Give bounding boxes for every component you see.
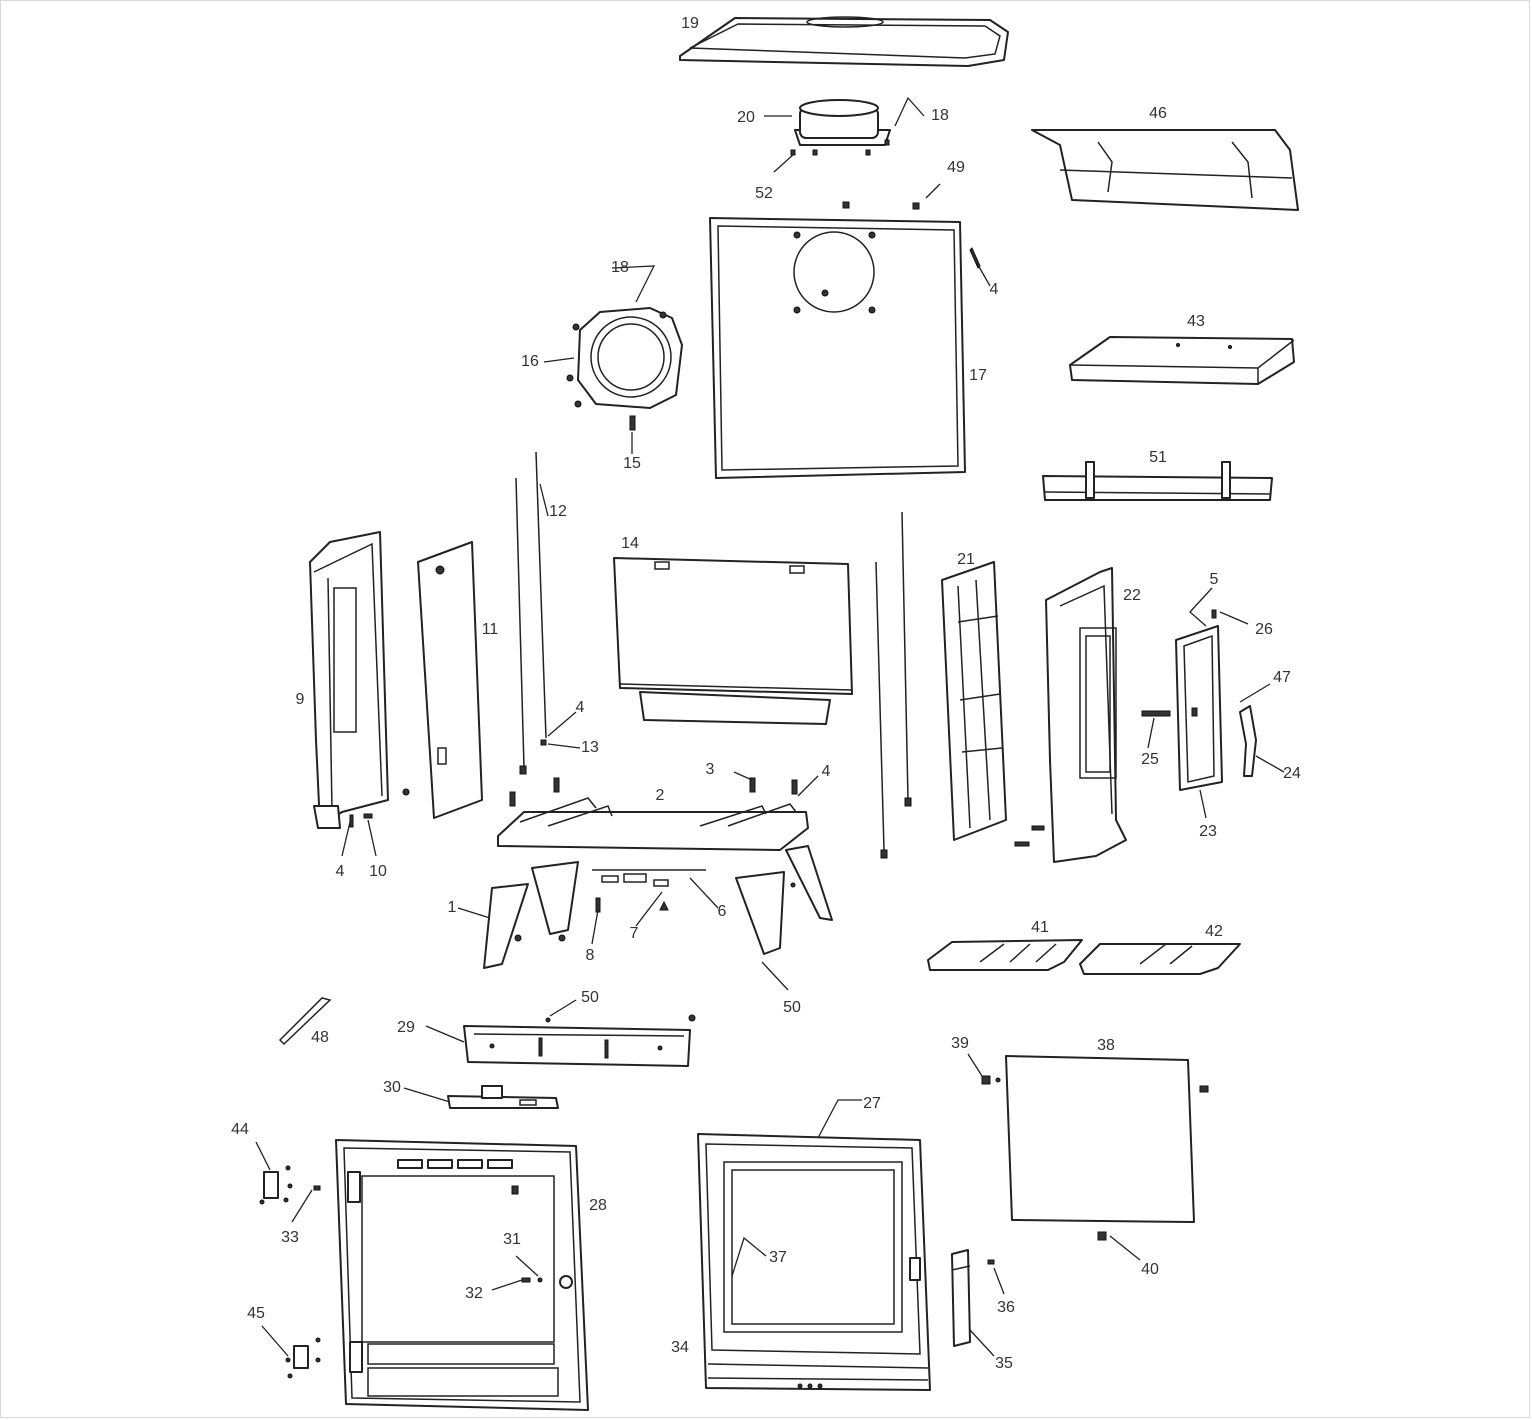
callout-label-c4b: 4	[822, 763, 831, 780]
part-right-side-panel	[1014, 567, 1127, 863]
callout-label-c12: 12	[549, 503, 567, 520]
callout-label-c35: 35	[995, 1355, 1013, 1372]
callout-label-c49: 49	[947, 159, 965, 176]
part-side-door	[1141, 609, 1257, 791]
part-back-panel	[709, 201, 981, 479]
callout-label-c2: 2	[656, 787, 665, 804]
callout-label-c11: 11	[482, 621, 499, 638]
callout-label-c5: 5	[1210, 571, 1219, 588]
part-top-shelf	[1031, 129, 1299, 211]
leader-lines	[255, 96, 1285, 1357]
callout-label-c45: 45	[247, 1305, 265, 1322]
part-baffle	[613, 557, 853, 725]
callout-label-c41: 41	[1031, 919, 1049, 936]
part-left-liner	[417, 541, 483, 819]
callout-label-c31: 31	[503, 1231, 521, 1248]
callout-label-c15: 15	[623, 455, 641, 472]
callout-label-c30: 30	[383, 1079, 401, 1096]
callout-label-c8: 8	[586, 947, 595, 964]
part-door	[697, 1133, 931, 1391]
callout-label-c4a: 4	[576, 699, 585, 716]
callout-label-c18b: 18	[931, 107, 949, 124]
part-air-slider	[447, 1085, 559, 1109]
callout-label-c14: 14	[621, 535, 639, 552]
part-left-side-panel	[309, 531, 410, 829]
part-right-liner	[941, 561, 1007, 841]
callout-label-c20: 20	[737, 109, 755, 126]
part-ash-pan	[1069, 336, 1295, 385]
callout-label-c46: 46	[1149, 105, 1167, 122]
callout-label-c50b: 50	[783, 999, 801, 1016]
callout-label-c9: 9	[296, 691, 305, 708]
part-door-handle	[951, 1249, 995, 1347]
part-spigot-ring	[566, 307, 683, 431]
part-small-fittings	[592, 869, 706, 913]
callout-label-c7: 7	[630, 925, 639, 942]
callout-label-c13: 13	[581, 739, 599, 756]
callout-label-c28: 28	[589, 1197, 607, 1214]
part-front-frame	[335, 1139, 589, 1411]
callout-labels: 1234444567891011121314151617181819202122…	[231, 15, 1301, 1372]
callout-label-c26: 26	[1255, 621, 1273, 638]
callout-label-c50a: 50	[581, 989, 599, 1006]
callout-label-c32: 32	[465, 1285, 483, 1302]
callout-label-c18a: 18	[611, 259, 629, 276]
part-legs	[483, 845, 833, 969]
callout-label-c25: 25	[1141, 751, 1159, 768]
callout-label-c52: 52	[755, 185, 773, 202]
part-riddling-tool	[278, 997, 332, 1046]
part-tie-rods	[515, 451, 912, 859]
callout-label-c1: 1	[448, 899, 457, 916]
part-grates	[927, 939, 1241, 975]
callout-label-c23: 23	[1199, 823, 1217, 840]
callout-label-c22: 22	[1123, 587, 1141, 604]
callout-label-c36: 36	[997, 1299, 1015, 1316]
callout-label-c47: 47	[1273, 669, 1291, 686]
callout-label-c17: 17	[969, 367, 987, 384]
callout-label-c38: 38	[1097, 1037, 1115, 1054]
callout-label-c6: 6	[718, 903, 727, 920]
callout-label-c16: 16	[521, 353, 539, 370]
callout-label-c40: 40	[1141, 1261, 1159, 1278]
callout-label-c24: 24	[1283, 765, 1301, 782]
callout-label-c3: 3	[706, 761, 715, 778]
callout-label-c21: 21	[957, 551, 975, 568]
callout-label-c34: 34	[671, 1339, 689, 1356]
callout-label-c51: 51	[1149, 449, 1167, 466]
part-flue-collar	[790, 99, 891, 156]
callout-label-c4d: 4	[990, 281, 999, 298]
callout-label-c48: 48	[311, 1029, 329, 1046]
callout-label-c37: 37	[769, 1249, 787, 1266]
part-hinges	[259, 1165, 321, 1379]
callout-label-c44: 44	[231, 1121, 249, 1138]
callout-label-c27: 27	[863, 1095, 881, 1112]
callout-label-c39: 39	[951, 1035, 969, 1052]
callout-label-c4c: 4	[336, 863, 345, 880]
callout-label-c29: 29	[397, 1019, 415, 1036]
callout-label-c10: 10	[369, 863, 387, 880]
callout-label-c43: 43	[1187, 313, 1205, 330]
callout-label-c33: 33	[281, 1229, 299, 1246]
part-air-deflector	[463, 1014, 696, 1067]
part-rail	[1042, 461, 1273, 501]
part-glass-panel	[981, 1055, 1209, 1241]
callout-label-c19: 19	[681, 15, 699, 32]
callout-label-c42: 42	[1205, 923, 1223, 940]
part-base-plate	[497, 739, 809, 851]
part-top-plate	[679, 16, 1009, 67]
